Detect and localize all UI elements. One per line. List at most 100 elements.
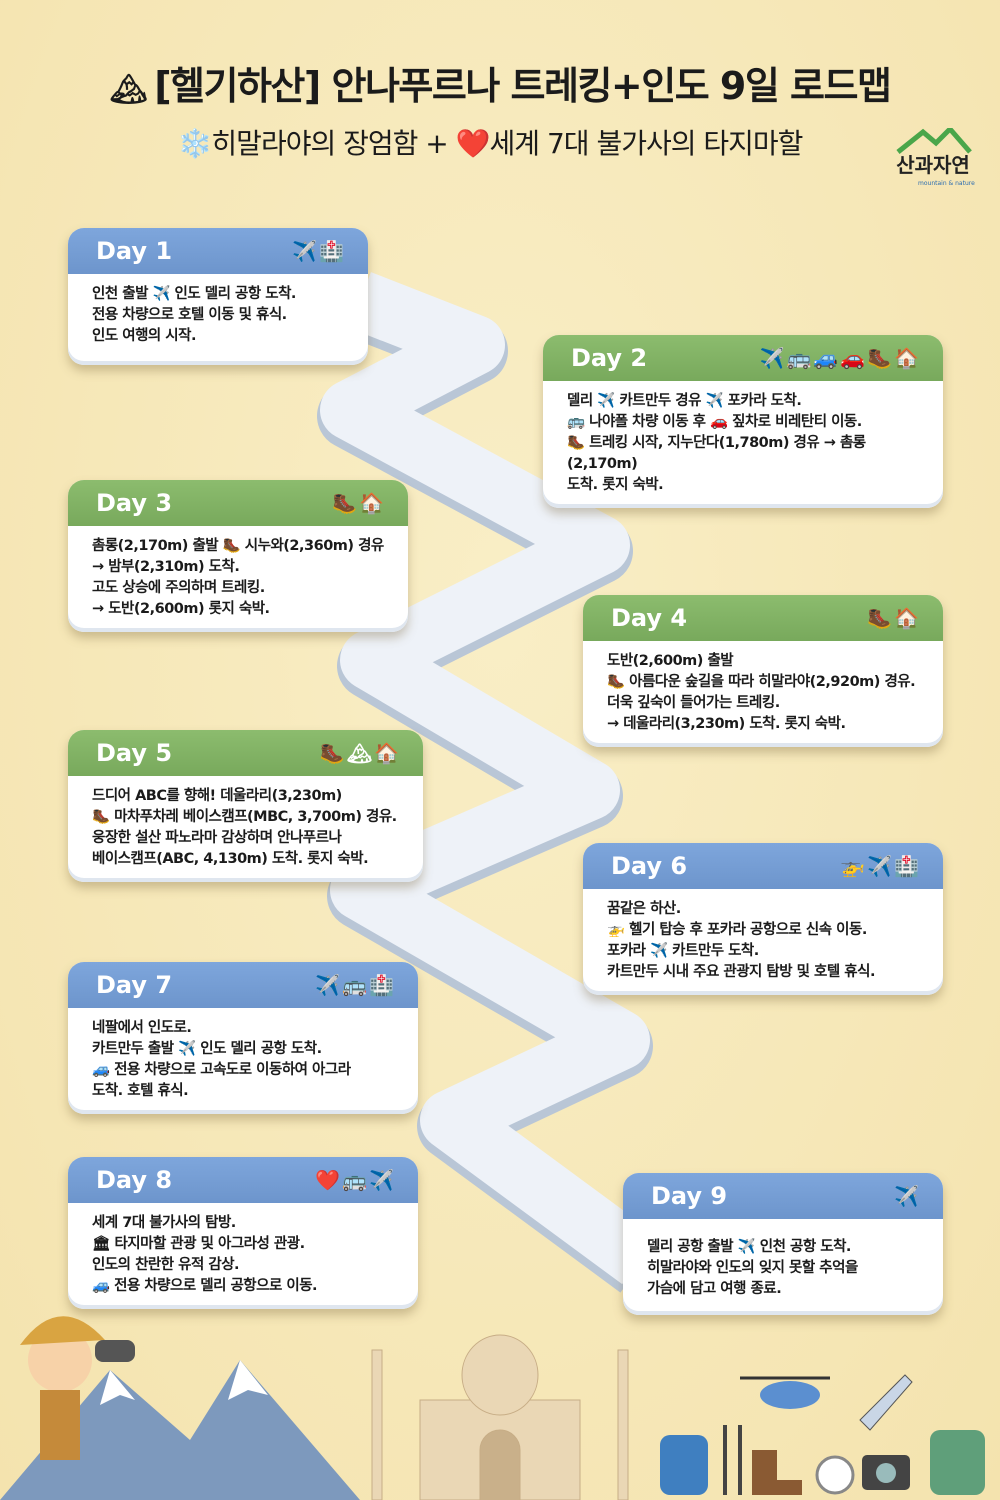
day-card-5: Day 5 🥾🏔🏠 드디어 ABC를 향해! 데울라리(3,230m) 🥾 마차푸차레…	[68, 730, 423, 882]
day-label: Day 5	[96, 739, 173, 767]
backpack-icon	[660, 1435, 708, 1495]
day-card-3: Day 3 🥾🏠 촘롱(2,170m) 출발 🥾 시누와(2,360m) 경유 → 밤…	[68, 480, 408, 632]
day-icons: ✈️🏥	[292, 239, 346, 263]
day-header: Day 1 ✈️🏥	[68, 228, 368, 274]
description-line: 도반(2,600m) 출발	[607, 653, 734, 669]
airplane-icon	[859, 1374, 913, 1431]
day-label: Day 1	[96, 237, 173, 265]
subtitle-part2: 세계 7대 불가사의 타지마할	[489, 127, 804, 160]
description-line: 히말라야와 인도의 잊지 못할 추억을	[647, 1260, 858, 1276]
description-line: 포카라 ✈️ 카트만두 도착.	[607, 943, 759, 959]
day-icons: 🚁✈️🏥	[840, 854, 921, 878]
description-line: 🥾 트레킹 시작, 지누단다(1,780m) 경유 → 촘롱(2,170m)	[567, 435, 866, 472]
day-card-6: Day 6🚁✈️🏥 꿈같은 하산. 🚁 헬기 탑승 후 포카라 공항으로 신속 이동…	[583, 843, 943, 995]
day-description: 촘롱(2,170m) 출발 🥾 시누와(2,360m) 경유 → 밤부(2,310…	[68, 526, 408, 620]
description-line: 인도 여행의 시작.	[92, 328, 196, 344]
description-line: 인천 출발 ✈️ 인도 델리 공항 도착.	[92, 286, 296, 302]
day-header: Day 2 ✈️🚌🚙🚗🥾🏠	[543, 335, 943, 381]
day-label: Day 3	[96, 489, 173, 517]
day-card-7: Day 7 ✈️🚌🏥 네팔에서 인도로. 카트만두 출발 ✈️ 인도 델리 공항 도착…	[68, 962, 418, 1114]
description-line: 카트만두 시내 주요 관광지 탐방 및 호텔 휴식.	[607, 964, 875, 980]
day-label: Day 9	[651, 1182, 728, 1210]
day-header: Day 5 🥾🏔🏠	[68, 730, 423, 776]
description-line: 🚁 헬기 탑승 후 포카라 공항으로 신속 이동.	[607, 922, 867, 938]
description-line: 전용 차량으로 호텔 이동 및 휴식.	[92, 307, 287, 323]
description-line: 🥾 아름다운 숲길을 따라 히말라야(2,920m) 경유.	[607, 674, 916, 690]
compass-icon	[815, 1455, 855, 1495]
description-line: 베이스캠프(ABC, 4,130m) 도착. 롯지 숙박.	[92, 851, 369, 867]
description-line: 인도의 찬란한 유적 감상.	[92, 1257, 240, 1273]
page-title: 🏔[헬기하산] 안나푸르나 트레킹+인도 9일 로드맵	[0, 62, 1000, 114]
description-line: 도착. 호텔 휴식.	[92, 1083, 189, 1099]
description-line: 세계 7대 불가사의 탐방.	[92, 1215, 236, 1231]
day-icons: ✈️	[894, 1184, 921, 1208]
mountains-icon	[0, 1360, 360, 1500]
description-line: → 밤부(2,310m) 도착.	[92, 559, 240, 575]
day-card-9: Day 9 ✈️ 델리 공항 출발 ✈️ 인천 공항 도착. 히말라야와 인도의 잊지…	[623, 1173, 943, 1315]
boot-icon	[752, 1450, 802, 1495]
description-line: 촘롱(2,170m) 출발 🥾 시누와(2,360m) 경유	[92, 538, 384, 554]
heart-icon: ❤️	[455, 127, 491, 160]
description-line: 카트만두 출발 ✈️ 인도 델리 공항 도착.	[92, 1041, 322, 1057]
description-line: 네팔에서 인도로.	[92, 1020, 192, 1036]
day-label: Day 7	[96, 971, 173, 999]
brand-logo: 산과자연 mountain & nature	[888, 125, 978, 190]
day-label: Day 2	[571, 344, 648, 372]
page-subtitle: ❄️히말라야의 장엄함 + ❤️세계 7대 불가사의 타지마할	[100, 126, 880, 162]
mountain-icon: 🏔	[109, 72, 148, 107]
description-line: 델리 공항 출발 ✈️ 인천 공항 도착.	[647, 1239, 851, 1255]
taj-mahal-icon	[371, 1334, 629, 1500]
description-line: 델리 ✈️ 카트만두 경유 ✈️ 포카라 도착.	[567, 393, 802, 409]
day-header: Day 6🚁✈️🏥	[583, 843, 943, 889]
description-line: 🏛 타지마할 관광 및 아그라성 관광.	[92, 1236, 305, 1252]
description-line: 드디어 ABC를 향해! 데울라리(3,230m)	[92, 788, 342, 804]
camera-icon	[862, 1455, 910, 1490]
day-header: Day 8 ❤️🚌✈️	[68, 1157, 418, 1203]
day-icons: 🥾🏠	[867, 606, 921, 630]
day-description: 네팔에서 인도로. 카트만두 출발 ✈️ 인도 델리 공항 도착. 🚙 전용 차량으…	[68, 1008, 418, 1102]
day-description: 세계 7대 불가사의 탐방. 🏛 타지마할 관광 및 아그라성 관광. 인도의 찬란…	[68, 1203, 418, 1297]
description-line: 도착. 롯지 숙박.	[567, 477, 664, 493]
day-icons: 🥾🏔🏠	[319, 741, 401, 765]
title-text: [헬기하산] 안나푸르나 트레킹+인도 9일 로드맵	[154, 64, 892, 108]
day-description: 꿈같은 하산. 🚁 헬기 탑승 후 포카라 공항으로 신속 이동. 포카라 ✈️ 카…	[583, 889, 943, 983]
day-header: Day 4 🥾🏠	[583, 595, 943, 641]
trekking-poles-icon	[723, 1425, 742, 1495]
day-description: 인천 출발 ✈️ 인도 델리 공항 도착. 전용 차량으로 호텔 이동 및 휴식.…	[68, 274, 368, 347]
backpack-green-icon	[930, 1430, 985, 1495]
bottom-illustration	[0, 1316, 985, 1500]
description-line: → 도반(2,600m) 롯지 숙박.	[92, 601, 270, 617]
day-icons: ✈️🚌🚙🚗🥾🏠	[759, 346, 921, 370]
helicopter-icon	[740, 1376, 830, 1409]
subtitle-part1: 히말라야의 장엄함 +	[211, 127, 456, 160]
description-line: 가슴에 담고 여행 종료.	[647, 1281, 782, 1297]
description-line: 🚌 나야폴 차량 이동 후 🚗 짚차로 비레탄티 이동.	[567, 414, 862, 430]
logo-tagline: mountain & nature	[918, 180, 975, 187]
description-line: 🚙 전용 차량으로 델리 공항으로 이동.	[92, 1278, 318, 1294]
description-line: 🚙 전용 차량으로 고속도로 이동하여 아그라	[92, 1062, 351, 1078]
day-card-8: Day 8 ❤️🚌✈️ 세계 7대 불가사의 탐방. 🏛 타지마할 관광 및 아그라성…	[68, 1157, 418, 1309]
logo-mountain-icon	[896, 125, 972, 154]
day-icons: 🥾🏠	[332, 491, 386, 515]
day-card-4: Day 4 🥾🏠 도반(2,600m) 출발 🥾 아름다운 숲길을 따라 히말라야(2…	[583, 595, 943, 747]
day-header: Day 3 🥾🏠	[68, 480, 408, 526]
hiker-character-icon	[20, 1316, 135, 1460]
description-line: 🥾 마차푸차레 베이스캠프(MBC, 3,700m) 경유.	[92, 809, 397, 825]
day-description: 도반(2,600m) 출발 🥾 아름다운 숲길을 따라 히말라야(2,920m) …	[583, 641, 943, 735]
day-label: Day 4	[611, 604, 688, 632]
snowflake-icon: ❄️	[177, 127, 213, 160]
day-card-1: Day 1 ✈️🏥 인천 출발 ✈️ 인도 델리 공항 도착. 전용 차량으로 호텔 …	[68, 228, 368, 365]
description-line: 꿈같은 하산.	[607, 901, 681, 917]
day-icons: ❤️🚌✈️	[315, 1168, 396, 1192]
description-line: 웅장한 설산 파노라마 감상하며 안나푸르나	[92, 830, 342, 846]
day-header: Day 9 ✈️	[623, 1173, 943, 1219]
day-description: 델리 ✈️ 카트만두 경유 ✈️ 포카라 도착. 🚌 나야폴 차량 이동 후 🚗 …	[543, 381, 943, 496]
description-line: → 데울라리(3,230m) 도착. 롯지 숙박.	[607, 716, 846, 732]
day-header: Day 7 ✈️🚌🏥	[68, 962, 418, 1008]
day-description: 델리 공항 출발 ✈️ 인천 공항 도착. 히말라야와 인도의 잊지 못할 추억을…	[623, 1219, 943, 1300]
day-icons: ✈️🚌🏥	[315, 973, 396, 997]
day-label: Day 8	[96, 1166, 173, 1194]
day-card-2: Day 2 ✈️🚌🚙🚗🥾🏠 델리 ✈️ 카트만두 경유 ✈️ 포카라 도착. 🚌 나야…	[543, 335, 943, 508]
logo-name: 산과자연	[896, 153, 970, 177]
